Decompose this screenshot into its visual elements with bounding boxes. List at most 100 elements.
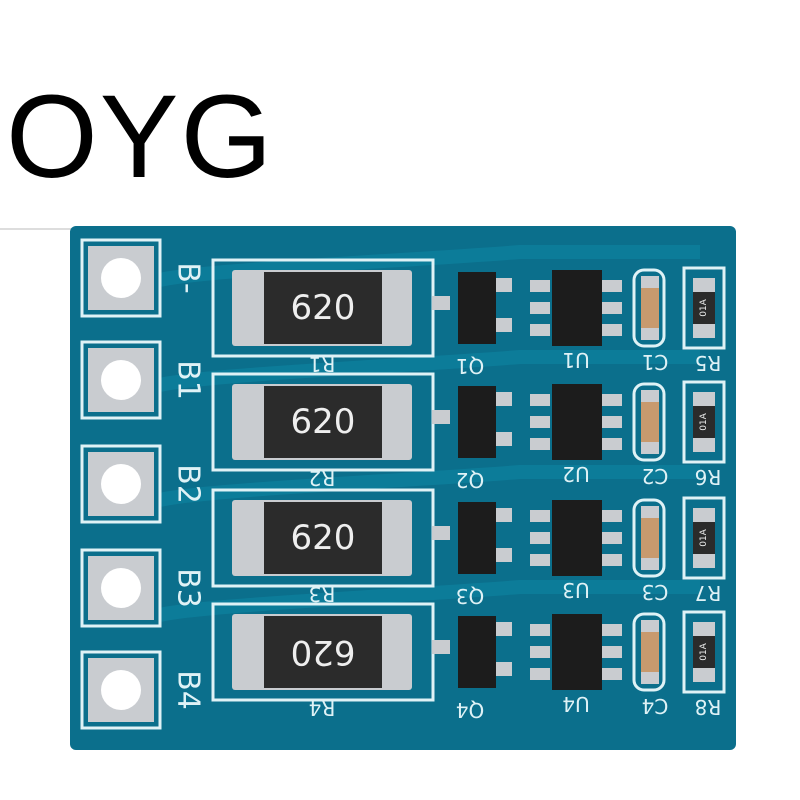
resistor-body <box>264 616 382 688</box>
small-resistor-outline <box>682 266 726 350</box>
transistor-body <box>458 502 496 574</box>
capacitor-outline <box>632 382 666 462</box>
small-resistor-body <box>693 636 715 668</box>
copper-trace <box>158 245 700 287</box>
ic-body <box>552 270 602 346</box>
resistor-value: 620 <box>291 402 356 442</box>
resistor-label: R4 <box>309 696 336 720</box>
pin-label-b4: B4 <box>171 670 206 710</box>
mounting-hole <box>101 258 141 298</box>
small-resistor-label: R5 <box>695 351 722 375</box>
capacitor-outline <box>632 612 666 692</box>
ic-pin <box>530 416 550 428</box>
capacitor-body <box>641 518 659 558</box>
ic-pin <box>530 394 550 406</box>
small-resistor-body <box>693 406 715 438</box>
small-resistor-outline <box>682 496 726 580</box>
transistor-label: Q3 <box>456 584 484 608</box>
pin-outline <box>80 548 162 628</box>
ic-pin <box>602 302 622 314</box>
small-resistor-label: R6 <box>695 465 722 489</box>
ic-body <box>552 614 602 690</box>
small-resistor-value: 01A <box>699 528 709 546</box>
resistor-value: 620 <box>291 632 356 672</box>
capacitor-body <box>641 632 659 672</box>
small-resistor-value: 01A <box>699 412 709 430</box>
transistor-label: Q2 <box>456 468 484 492</box>
capacitor-label: C3 <box>642 580 669 604</box>
small-resistor-outline <box>682 610 726 694</box>
copper-trace <box>158 465 700 507</box>
resistor-label: R3 <box>309 582 336 606</box>
resistor-body <box>264 502 382 574</box>
mounting-hole <box>101 568 141 608</box>
transistor-pin <box>432 296 450 310</box>
transistor-label: Q4 <box>456 698 484 722</box>
copper-traces <box>158 245 700 622</box>
resistor-body <box>264 386 382 458</box>
transistor-pin <box>494 508 512 522</box>
ic-pin <box>530 554 550 566</box>
transistor-pin <box>432 410 450 424</box>
ic-pin <box>530 510 550 522</box>
resistor-value: 620 <box>291 288 356 328</box>
pin-outline <box>80 444 162 524</box>
transistor-pin <box>494 278 512 292</box>
pin-label-b1: B1 <box>171 360 206 400</box>
ic-label: U3 <box>562 578 589 602</box>
transistor-body <box>458 616 496 688</box>
capacitor-label: C2 <box>642 464 669 488</box>
small-resistor-value: 01A <box>699 642 709 660</box>
ic-pin <box>602 624 622 636</box>
brand-logo-text: OYG <box>6 71 275 203</box>
ic-pin <box>530 646 550 658</box>
capacitor-outline <box>632 498 666 578</box>
transistor-pin <box>432 526 450 540</box>
copper-trace <box>158 350 700 392</box>
mounting-hole <box>101 464 141 504</box>
copper-trace <box>158 580 700 622</box>
small-resistor-outline <box>682 380 726 464</box>
pin-outline <box>80 238 162 318</box>
pin-label-b3: B3 <box>171 568 206 608</box>
capacitor-body <box>641 402 659 442</box>
resistor-body <box>264 272 382 344</box>
ic-pin <box>602 324 622 336</box>
transistor-pin <box>494 548 512 562</box>
ic-pin <box>530 438 550 450</box>
transistor-pin <box>494 432 512 446</box>
transistor-body <box>458 272 496 344</box>
ic-pin <box>602 510 622 522</box>
small-resistor-body <box>693 292 715 324</box>
ic-pin <box>602 416 622 428</box>
small-resistor-body <box>693 522 715 554</box>
mounting-hole <box>101 360 141 400</box>
ic-pin <box>530 624 550 636</box>
ic-pin <box>602 280 622 292</box>
transistor-pin <box>432 640 450 654</box>
ic-pin <box>530 302 550 314</box>
capacitor-outline <box>632 268 666 348</box>
ic-pin <box>602 438 622 450</box>
ic-pin <box>602 668 622 680</box>
capacitor-label: C4 <box>642 694 669 718</box>
ic-body <box>552 500 602 576</box>
pin-outline <box>80 340 162 420</box>
transistor-body <box>458 386 496 458</box>
mounting-hole <box>101 670 141 710</box>
transistor-label: Q1 <box>456 354 484 378</box>
ic-pin <box>530 324 550 336</box>
transistor-pin <box>494 662 512 676</box>
ic-pin <box>530 668 550 680</box>
pin-outline <box>80 650 162 730</box>
transistor-pin <box>494 392 512 406</box>
ic-label: U4 <box>562 692 589 716</box>
capacitor-body <box>641 288 659 328</box>
ic-pin <box>530 280 550 292</box>
transistor-pin <box>494 622 512 636</box>
